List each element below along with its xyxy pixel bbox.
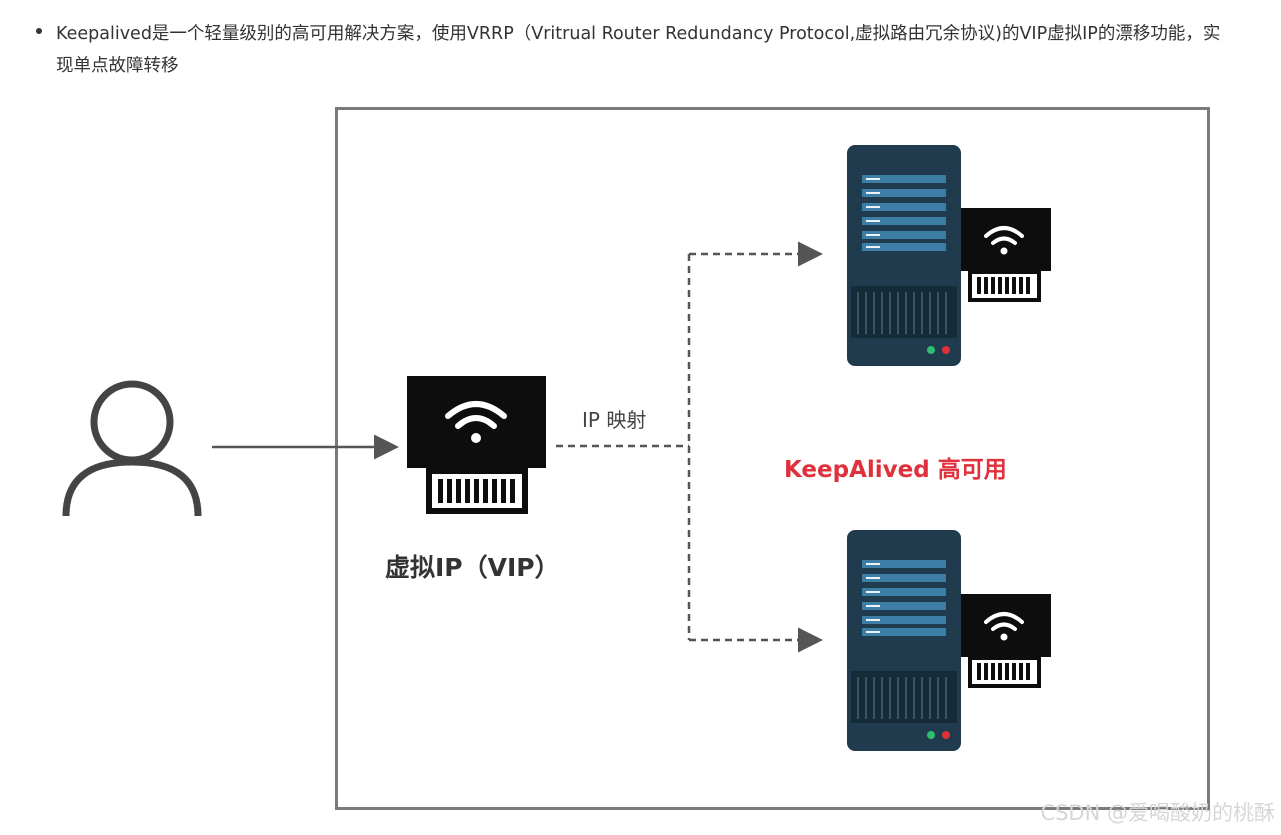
server-icon [847,145,961,366]
vip-label: 虚拟IP（VIP） [385,553,560,582]
user-icon [62,380,202,517]
ip-mapping-label: IP 映射 [582,408,647,432]
bullet-dot [36,28,42,34]
bullet-item: Keepalived是一个轻量级别的高可用解决方案，使用VRRP（Vritrua… [30,18,1230,82]
diagram-frame [335,107,1210,810]
wifi-router-icon [407,376,546,514]
ip-mapping-lines [556,241,823,653]
bullet-text: Keepalived是一个轻量级别的高可用解决方案，使用VRRP（Vritrua… [56,24,1221,76]
wifi-router-icon [961,208,1051,302]
watermark: CSDN @爱喝酸奶的桃酥 [1040,801,1275,825]
wifi-router-icon [961,594,1051,688]
server-icon [847,530,961,751]
keepalived-ha-label: KeepAlived 高可用 [784,457,1007,483]
